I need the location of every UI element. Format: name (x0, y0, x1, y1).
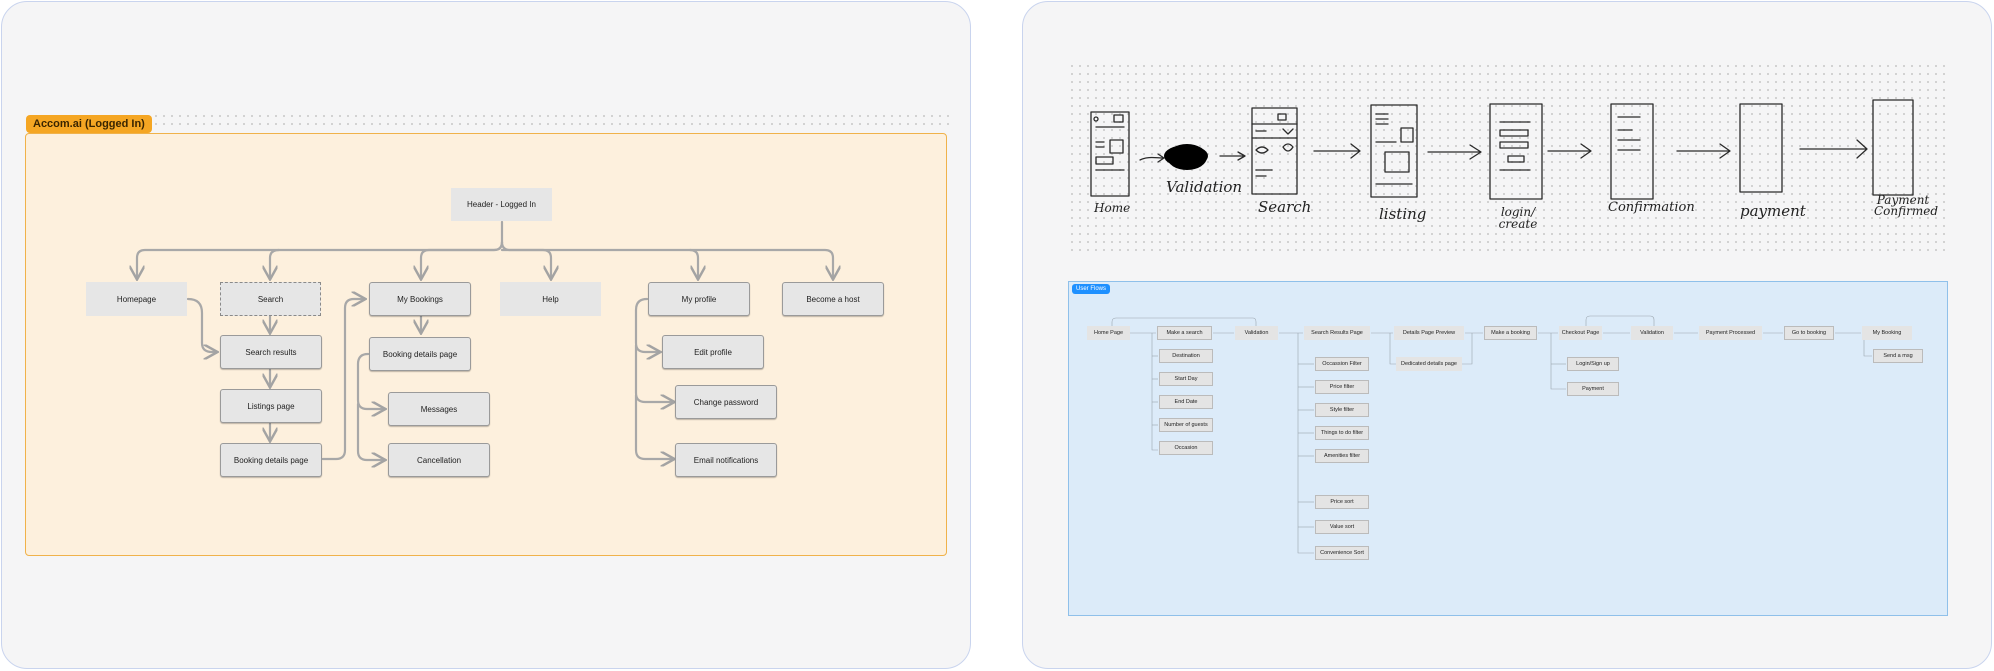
login-sketch (1489, 103, 1543, 200)
arrow-confirmation-payment (1676, 143, 1731, 159)
flow-filter-things[interactable]: Things to do filter (1315, 426, 1369, 440)
flow-send-msg[interactable]: Send a msg (1873, 349, 1923, 363)
flow-sort-convenience[interactable]: Convenience Sort (1315, 546, 1369, 560)
wire-label-validation: Validation (1166, 178, 1243, 196)
flow-filter-occasion[interactable]: Occassion Filter (1315, 357, 1369, 371)
flow-login-signup[interactable]: Login/Sign up (1567, 357, 1619, 371)
wire-label-login: login/ create (1498, 205, 1538, 231)
confirmation-sketch (1610, 103, 1654, 200)
listing-sketch (1370, 104, 1418, 198)
validation-scribble (1164, 144, 1208, 170)
sitemap-section-tag[interactable]: Accom.ai (Logged In) (26, 115, 152, 133)
become-host-node[interactable]: Become a host (782, 282, 884, 316)
wire-label-home: Home (1094, 201, 1131, 215)
help-node[interactable]: Help (500, 282, 601, 316)
flow-filter-price[interactable]: Price filter (1315, 380, 1369, 394)
my-profile-node[interactable]: My profile (648, 282, 750, 316)
flow-make-booking[interactable]: Make a booking (1484, 326, 1537, 340)
connector-profile-email (634, 393, 673, 459)
sitemap-connectors (0, 220, 980, 560)
flow-filter-style[interactable]: Style filter (1315, 403, 1369, 417)
wire-label-search: Search (1258, 198, 1312, 216)
connector-header-host (688, 248, 833, 278)
flow-validation-2[interactable]: Validation (1631, 326, 1673, 340)
connector-details-cancellation (356, 402, 384, 460)
flow-field-occasion[interactable]: Occasion (1159, 441, 1213, 455)
flow-my-booking[interactable]: My Booking (1862, 326, 1912, 340)
flow-sort-price[interactable]: Price sort (1315, 495, 1369, 509)
sitemap-dot-grid (120, 112, 950, 128)
connector-booking-mybookings (321, 299, 364, 461)
search-sketch (1251, 107, 1298, 195)
connector-header-bookings (421, 240, 504, 278)
arrow-home-validation (1139, 153, 1165, 163)
arrow-login-confirmation (1547, 143, 1592, 159)
edit-profile-node[interactable]: Edit profile (662, 335, 764, 369)
flow-dedicated-details[interactable]: Dedicated details page (1396, 357, 1462, 371)
flow-field-destination[interactable]: Destination (1159, 349, 1213, 363)
flow-field-start-day[interactable]: Start Day (1159, 372, 1213, 386)
flow-validation-1[interactable]: Validation (1235, 326, 1278, 340)
confirmed-sketch (1872, 99, 1914, 196)
connector-profile-edit (634, 297, 659, 352)
listings-page-node[interactable]: Listings page (220, 389, 322, 423)
flow-filter-amenities[interactable]: Amenities filter (1315, 449, 1369, 463)
flow-search-results[interactable]: Search Results Page (1304, 326, 1370, 340)
cancellation-node[interactable]: Cancellation (388, 443, 490, 477)
sitemap-frame (25, 133, 947, 556)
flow-sort-value[interactable]: Value sort (1315, 520, 1369, 534)
flow-payment-processed[interactable]: Payment Processed (1699, 326, 1762, 340)
arrow-validation-search (1219, 151, 1246, 161)
arrow-search-listing (1313, 143, 1361, 159)
user-flow-connectors (1111, 315, 1872, 554)
flow-details-preview[interactable]: Details Page Preview (1394, 326, 1464, 340)
my-bookings-node[interactable]: My Bookings (369, 282, 471, 316)
connector-header-search (270, 248, 281, 278)
flow-home-page[interactable]: Home Page (1087, 326, 1130, 340)
connector-details-messages (356, 352, 384, 409)
email-notifications-node[interactable]: Email notifications (675, 443, 777, 477)
wire-label-listing: listing (1379, 205, 1427, 223)
header-node[interactable]: Header - Logged In (451, 188, 552, 221)
flow-payment[interactable]: Payment (1567, 382, 1619, 396)
flow-field-guests[interactable]: Number of guests (1159, 418, 1213, 432)
bookings-details-node[interactable]: Booking details page (369, 337, 471, 371)
connector-profile-password (634, 343, 673, 402)
messages-node[interactable]: Messages (388, 392, 490, 426)
flow-make-search[interactable]: Make a search (1157, 326, 1212, 340)
user-flows-tag[interactable]: User Flows (1072, 284, 1111, 294)
wireframe-sketches (1090, 99, 1914, 200)
flow-checkout[interactable]: Checkout Page (1559, 326, 1602, 340)
search-node[interactable]: Search (220, 282, 321, 316)
wire-label-payment: payment (1740, 202, 1806, 220)
flow-field-end-date[interactable]: End Date (1159, 395, 1213, 409)
payment-sketch (1739, 103, 1783, 193)
arrow-listing-login (1427, 144, 1482, 160)
flow-go-to-booking[interactable]: Go to booking (1784, 326, 1834, 340)
change-password-node[interactable]: Change password (675, 385, 777, 419)
connector-home-results (186, 297, 216, 352)
search-booking-details-node[interactable]: Booking details page (220, 443, 322, 477)
wire-label-payment-confirmed: Payment Confirmed (1874, 193, 1939, 218)
homepage-node[interactable]: Homepage (86, 282, 187, 316)
arrow-payment-confirmed (1799, 139, 1868, 159)
search-results-node[interactable]: Search results (220, 335, 322, 369)
wire-label-confirmation: Confirmation (1608, 200, 1695, 215)
home-sketch (1090, 111, 1130, 197)
